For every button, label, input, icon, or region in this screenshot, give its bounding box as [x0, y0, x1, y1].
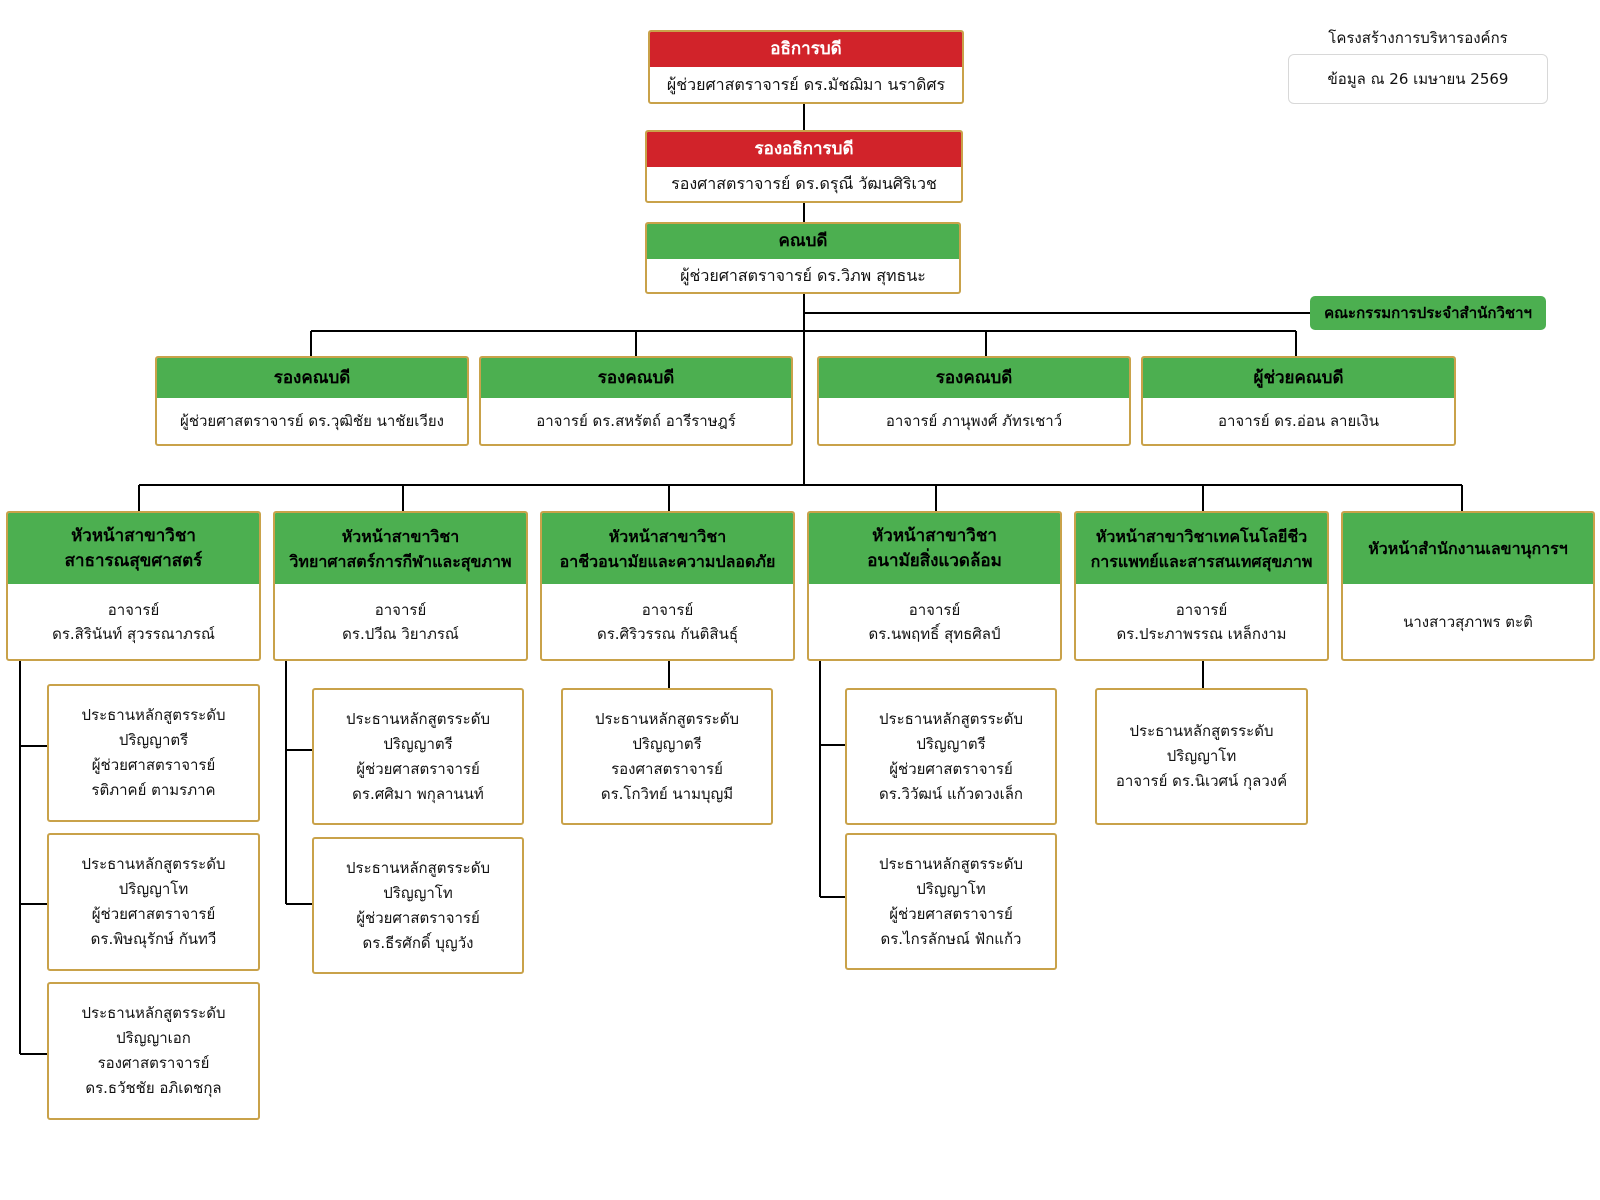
- president-title: อธิการบดี: [650, 32, 962, 67]
- program-chair-card: ประธานหลักสูตรระดับปริญญาตรีผู้ช่วยศาสตร…: [47, 684, 260, 822]
- deputy-box: รองคณบดี ผู้ช่วยศาสตราจารย์ ดร.วุฒิชัย น…: [155, 356, 469, 446]
- program-chair-card: ประธานหลักสูตรระดับปริญญาโทผู้ช่วยศาสตรา…: [312, 837, 524, 974]
- department-head-box: หัวหน้าสาขาวิชาอาชีวอนามัยและความปลอดภัย…: [540, 511, 795, 661]
- department-head-box: หัวหน้าสาขาวิชาสาธารณสุขศาสตร์ อาจารย์ดร…: [6, 511, 261, 661]
- department-head-title: หัวหน้าสาขาวิชาอนามัยสิ่งแวดล้อม: [809, 513, 1060, 584]
- assistant-dean-box: ผู้ช่วยคณบดี อาจารย์ ดร.อ่อน ลายเงิน: [1141, 356, 1456, 446]
- deputy-name: อาจารย์ ภานุพงศ์ ภัทรเชาว์: [885, 412, 1063, 430]
- program-chair-card: ประธานหลักสูตรระดับปริญญาโทอาจารย์ ดร.นิ…: [1095, 688, 1308, 825]
- deputy-box: รองคณบดี อาจารย์ ภานุพงศ์ ภัทรเชาว์: [817, 356, 1131, 446]
- chart-title: โครงสร้างการบริหารองค์กร: [1328, 29, 1508, 47]
- department-head-box: หัวหน้าสาขาวิชาเทคโนโลยีชีวการแพทย์และสา…: [1074, 511, 1329, 661]
- department-head-title: หัวหน้าสาขาวิชาวิทยาศาสตร์การกีฬาและสุขภ…: [275, 513, 526, 584]
- department-head-box: หัวหน้าสาขาวิชาอนามัยสิ่งแวดล้อม อาจารย์…: [807, 511, 1062, 661]
- vice-president-box: รองอธิการบดี รองศาสตราจารย์ ดร.ดรุณี วัฒ…: [645, 130, 963, 203]
- president-box: อธิการบดี ผู้ช่วยศาสตราจารย์ ดร.มัชฌิมา …: [648, 30, 964, 104]
- data-date: ข้อมูล ณ 26 เมษายน 2569: [1288, 54, 1548, 104]
- committee-badge: คณะกรรมการประจำสำนักวิชาฯ: [1310, 296, 1546, 330]
- program-chair-card: ประธานหลักสูตรระดับปริญญาโทผู้ช่วยศาสตรา…: [845, 833, 1057, 970]
- secretary-office-head-title: หัวหน้าสำนักงานเลขานุการฯ: [1343, 513, 1593, 584]
- program-chair-card: ประธานหลักสูตรระดับปริญญาตรีผู้ช่วยศาสตร…: [845, 688, 1057, 825]
- president-name: ผู้ช่วยศาสตราจารย์ ดร.มัชฌิมา นราดิศร: [666, 74, 946, 94]
- department-head-name: อาจารย์ดร.ประภาพรรณ เหล็กงาม: [1116, 600, 1287, 643]
- program-chair-card: ประธานหลักสูตรระดับปริญญาโทผู้ช่วยศาสตรา…: [47, 833, 260, 971]
- program-chair-card: ประธานหลักสูตรระดับปริญญาตรีรองศาสตราจาร…: [561, 688, 773, 825]
- secretary-office-head-name: นางสาวสุภาพร ตะติ: [1403, 612, 1533, 631]
- secretary-office-head-box: หัวหน้าสำนักงานเลขานุการฯ นางสาวสุภาพร ต…: [1341, 511, 1595, 661]
- deputy-title: รองคณบดี: [819, 358, 1129, 398]
- assistant-dean-name: อาจารย์ ดร.อ่อน ลายเงิน: [1218, 412, 1379, 430]
- department-head-title: หัวหน้าสาขาวิชาอาชีวอนามัยและความปลอดภัย: [542, 513, 793, 584]
- deputy-box: รองคณบดี อาจารย์ ดร.สหรัตถ์ อารีราษฎร์: [479, 356, 793, 446]
- department-head-name: อาจารย์ดร.สิรินันท์ สุวรรณาภรณ์: [52, 600, 215, 643]
- assistant-dean-title: ผู้ช่วยคณบดี: [1143, 358, 1454, 398]
- department-head-box: หัวหน้าสาขาวิชาวิทยาศาสตร์การกีฬาและสุขภ…: [273, 511, 528, 661]
- dean-box: คณบดี ผู้ช่วยศาสตราจารย์ ดร.วิภพ สุทธนะ: [645, 222, 961, 294]
- department-head-name: อาจารย์ดร.นพฤทธิ์ สุทธศิลป์: [868, 600, 1001, 643]
- deputy-name: ผู้ช่วยศาสตราจารย์ ดร.วุฒิชัย นาชัยเวียง: [180, 412, 444, 430]
- department-head-title: หัวหน้าสาขาวิชาสาธารณสุขศาสตร์: [8, 513, 259, 584]
- program-chair-card: ประธานหลักสูตรระดับปริญญาเอกรองศาสตราจาร…: [47, 982, 260, 1120]
- program-chair-card: ประธานหลักสูตรระดับปริญญาตรีผู้ช่วยศาสตร…: [312, 688, 524, 825]
- dean-title: คณบดี: [647, 224, 959, 259]
- vice-president-name: รองศาสตราจารย์ ดร.ดรุณี วัฒนศิริเวช: [671, 174, 937, 193]
- deputy-title: รองคณบดี: [157, 358, 467, 398]
- dean-name: ผู้ช่วยศาสตราจารย์ ดร.วิภพ สุทธนะ: [680, 265, 926, 285]
- deputy-title: รองคณบดี: [481, 358, 791, 398]
- department-head-name: อาจารย์ดร.ปวีณ วิยาภรณ์: [342, 600, 459, 643]
- department-head-title: หัวหน้าสาขาวิชาเทคโนโลยีชีวการแพทย์และสา…: [1076, 513, 1327, 584]
- deputy-name: อาจารย์ ดร.สหรัตถ์ อารีราษฎร์: [536, 412, 736, 430]
- vice-president-title: รองอธิการบดี: [647, 132, 961, 167]
- department-head-name: อาจารย์ดร.ศิริวรรณ กันติสินธุ์: [596, 600, 738, 643]
